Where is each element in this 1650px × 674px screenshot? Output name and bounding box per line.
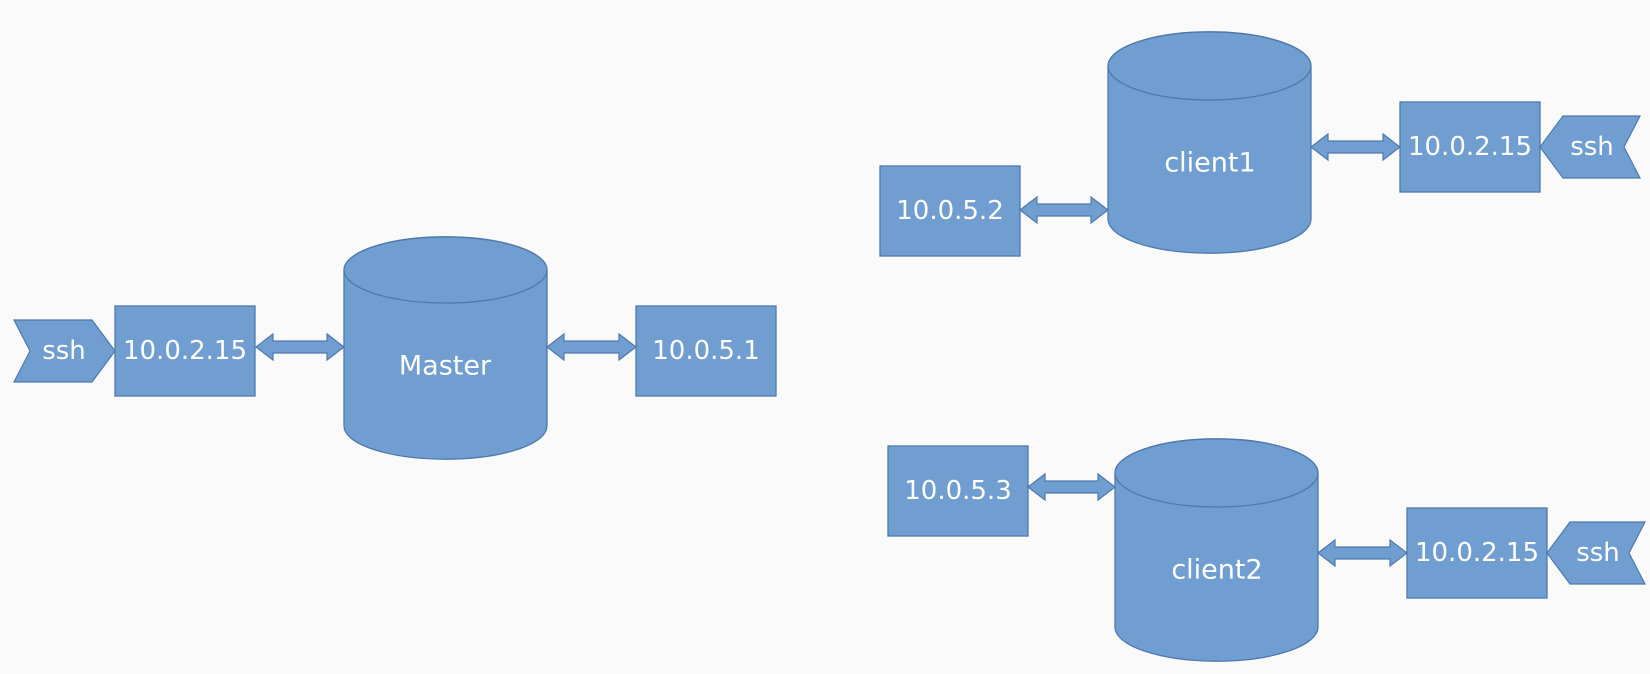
master-internal-ip-label: 10.0.5.1 [652,336,760,366]
client2-external-ip-label: 10.0.2.15 [1415,538,1539,568]
client2-external-ip-box: 10.0.2.15 [1406,507,1548,599]
client1-internal-link-arrow [1019,195,1109,225]
client2-ssh-label: ssh [1576,538,1620,568]
client1-node: client1 [1107,31,1312,254]
client2-external-link-arrow [1317,538,1408,568]
master-node-label: Master [399,351,492,382]
master-external-link-arrow [255,332,345,362]
client2-ssh-arrow: ssh [1546,521,1646,585]
client2-node-label: client2 [1171,555,1262,586]
master-ssh-label: ssh [42,336,86,366]
master-internal-ip-box: 10.0.5.1 [635,305,777,397]
client1-ssh-label: ssh [1570,132,1614,162]
client1-external-ip-label: 10.0.2.15 [1408,132,1532,162]
master-external-ip-label: 10.0.2.15 [123,336,247,366]
client2-group: 10.0.5.3 client2 10.0.2.15 ssh [887,438,1646,662]
master-group: ssh 10.0.2.15 Master 10.0.5.1 [13,236,777,460]
client1-external-ip-box: 10.0.2.15 [1399,101,1541,193]
master-ssh-arrow: ssh [13,319,116,383]
master-external-ip-box: 10.0.2.15 [114,305,256,397]
client2-internal-ip-box: 10.0.5.3 [887,445,1029,537]
client1-internal-ip-label: 10.0.5.2 [896,196,1004,226]
master-internal-link-arrow [546,332,637,362]
client1-ssh-arrow: ssh [1539,115,1641,179]
client1-node-label: client1 [1164,148,1255,179]
client2-internal-link-arrow [1027,472,1116,502]
client2-node: client2 [1114,438,1319,662]
client1-internal-ip-box: 10.0.5.2 [879,165,1021,257]
client2-internal-ip-label: 10.0.5.3 [904,476,1012,506]
client1-group: 10.0.5.2 client1 10.0.2.15 ssh [879,31,1641,257]
client1-external-link-arrow [1310,132,1401,162]
master-node: Master [343,236,548,460]
